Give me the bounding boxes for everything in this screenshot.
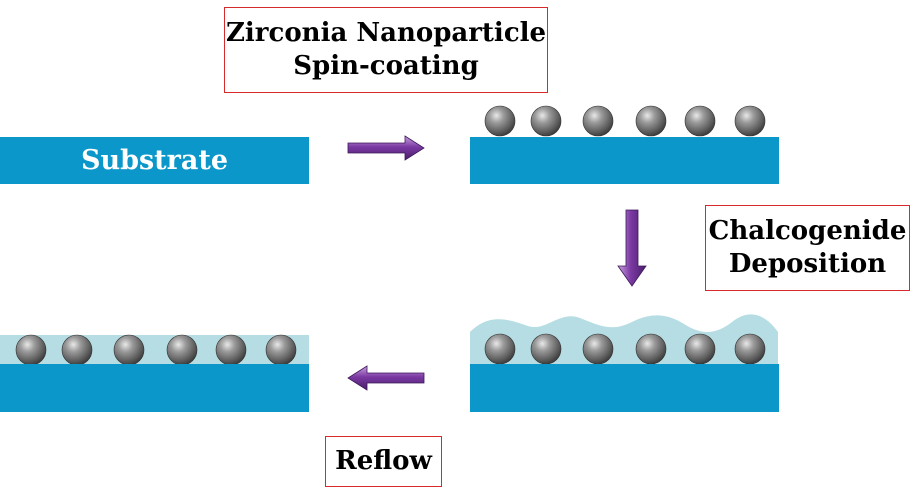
substrate-bottom-right [470,364,779,412]
zirconia-particle [113,334,145,366]
step-box-deposition: Chalcogenide Deposition [705,205,910,291]
zirconia-particle [734,105,766,137]
step-deposition-line1: Chalcogenide [708,216,907,246]
zirconia-particle [530,333,562,365]
chalcogenide-film-flat [0,335,309,365]
chalcogenide-film-wavy [470,314,778,364]
substrate-top-left [0,137,309,184]
substrate-top-right [470,137,779,184]
zirconia-particle [635,333,667,365]
zirconia-particle [684,333,716,365]
zirconia-particle [15,334,47,366]
zirconia-particle [734,333,766,365]
zirconia-particle [530,105,562,137]
substrate-label: Substrate [80,145,229,176]
particle-row-bottom-right [484,333,766,365]
zirconia-particle [635,105,667,137]
zirconia-particle [484,333,516,365]
arrow-right [347,135,425,161]
particle-row-top-right [484,105,766,137]
zirconia-particle [582,105,614,137]
zirconia-particle [265,334,297,366]
step-spin-coating-line2: Spin-coating [293,51,479,81]
substrate-bottom-left [0,364,309,412]
arrow-down [617,209,647,287]
particle-row-bottom-left [15,334,297,366]
arrow-left [347,365,425,391]
zirconia-particle [166,334,198,366]
step-box-reflow: Reflow [325,436,442,487]
zirconia-particle [484,105,516,137]
zirconia-particle [684,105,716,137]
step-spin-coating-line1: Zirconia Nanoparticle [225,18,547,48]
step-reflow-label: Reflow [335,446,432,476]
step-box-spin-coating: Zirconia Nanoparticle Spin-coating [224,7,548,93]
step-deposition-line2: Deposition [728,249,887,279]
zirconia-particle [215,334,247,366]
zirconia-particle [582,333,614,365]
zirconia-particle [61,334,93,366]
